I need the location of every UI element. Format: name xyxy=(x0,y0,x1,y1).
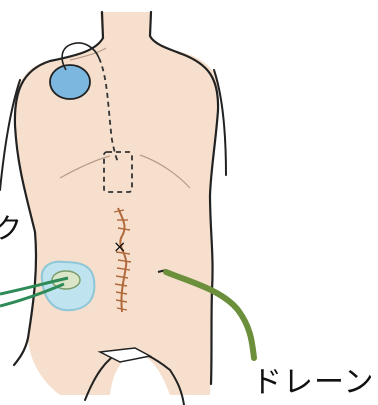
drain-label: ドレーン xyxy=(252,366,375,400)
torso-body xyxy=(14,12,218,395)
left-label-fragment: ク xyxy=(0,214,22,244)
ostomy-bag-icon xyxy=(42,262,95,311)
svg-text:×: × xyxy=(113,237,126,256)
